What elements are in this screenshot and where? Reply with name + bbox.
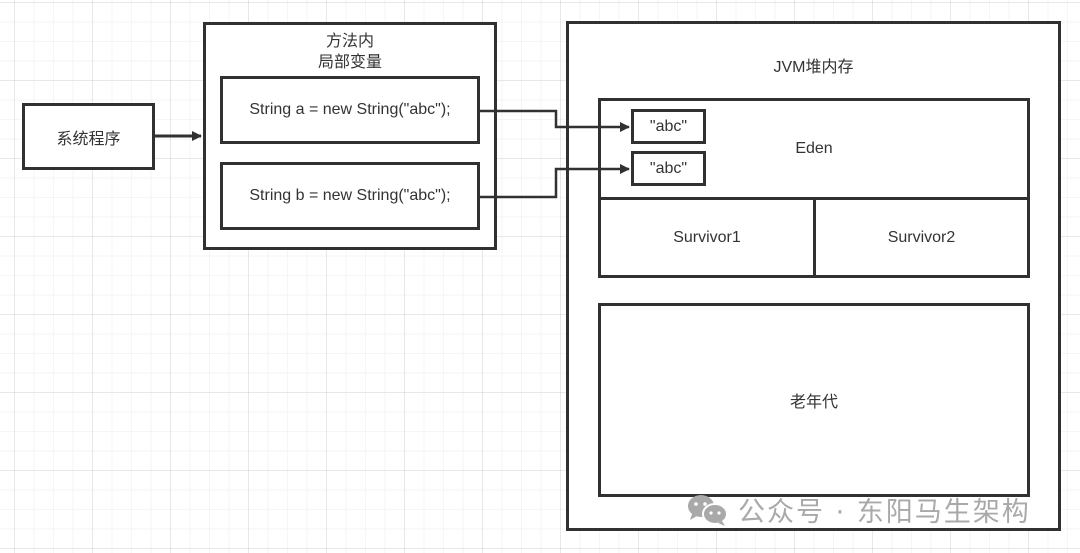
old-generation-region[interactable]: 老年代	[598, 303, 1030, 497]
watermark: 公众号 · 东阳马生架构	[686, 490, 1031, 529]
survivor2-label: Survivor2	[887, 228, 956, 246]
wechat-icon	[688, 494, 728, 526]
statement-box-b[interactable]: String b = new String("abc");	[220, 162, 480, 230]
statement-b-text: String b = new String("abc");	[249, 187, 451, 204]
method-box-title-line1: 方法内	[325, 33, 374, 50]
statement-box-a[interactable]: String a = new String("abc");	[220, 76, 480, 144]
jvm-heap-title: JVM堆内存	[773, 59, 854, 76]
survivor1-label: Survivor1	[673, 228, 741, 246]
method-box-title-line2: 局部变量	[317, 54, 382, 71]
eden-label: Eden	[795, 140, 833, 157]
survivor1-region[interactable]: Survivor1	[598, 197, 816, 278]
system-program-box[interactable]: 系统程序	[22, 103, 155, 170]
watermark-text: 公众号 · 东阳马生架构	[738, 497, 1031, 528]
eden-object-abc-2[interactable]: "abc"	[631, 151, 706, 186]
eden-object-2-text: "abc"	[649, 159, 688, 177]
eden-object-1-text: "abc"	[649, 117, 688, 135]
old-generation-label: 老年代	[789, 394, 838, 411]
method-box-title: 方法内 局部变量	[206, 31, 494, 73]
survivor2-region[interactable]: Survivor2	[813, 197, 1030, 278]
eden-object-abc-1[interactable]: "abc"	[631, 109, 706, 144]
statement-a-text: String a = new String("abc");	[249, 101, 451, 118]
system-program-label: 系统程序	[56, 130, 121, 148]
